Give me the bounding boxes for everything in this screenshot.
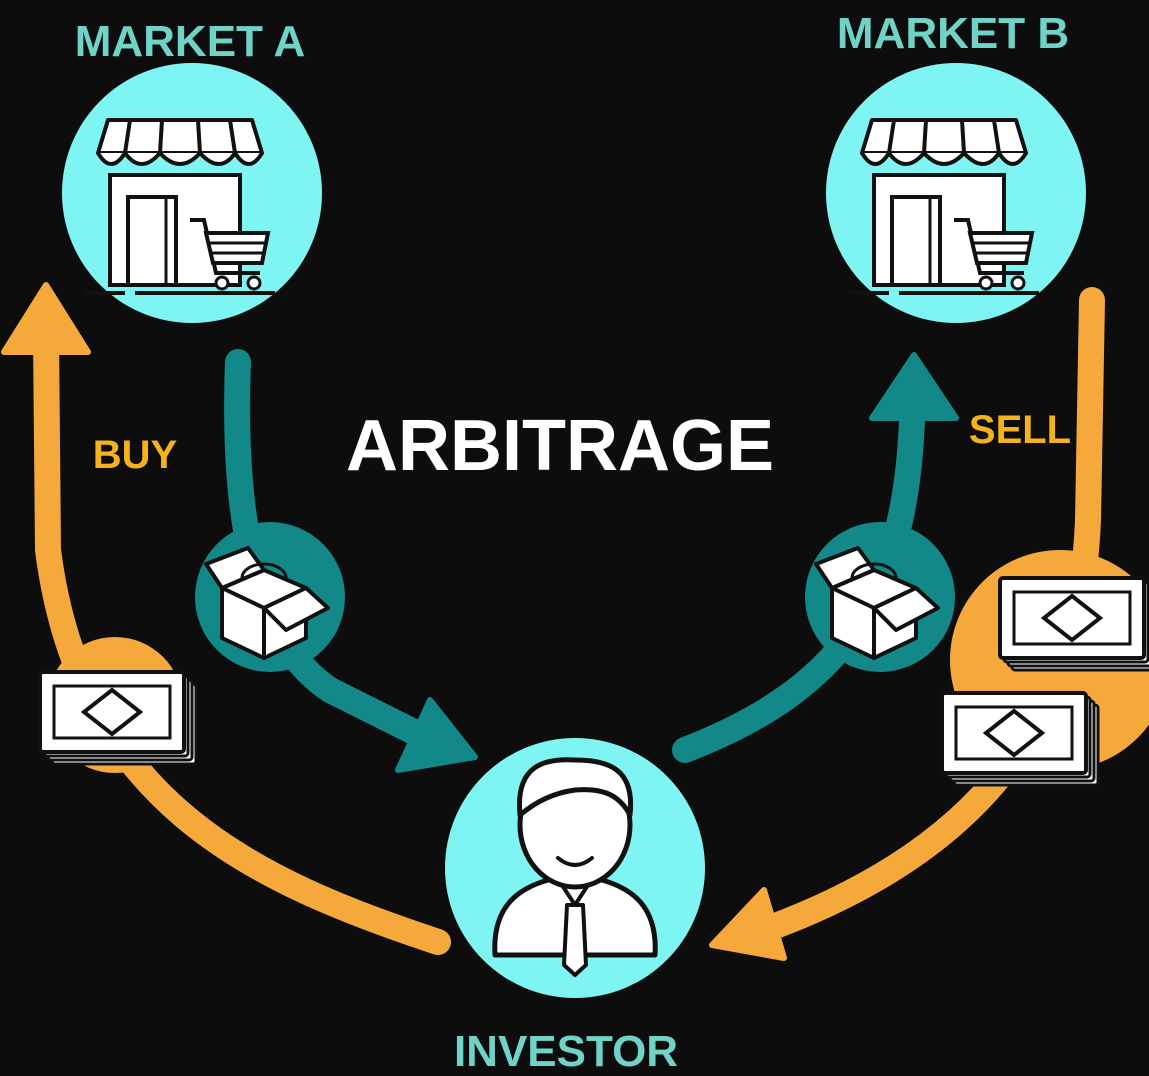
money-node-right [940,550,1149,787]
investor-node [445,738,705,998]
sell-label: SELL [968,408,1072,452]
goods-to-investor-arrowhead [395,697,478,773]
money-node-left [38,637,198,773]
banknote-stack-icon [998,576,1149,672]
banknote-stack-icon [38,670,198,766]
buy-arrowhead [1,282,91,355]
diagram-title: ARBITRAGE [346,406,774,486]
goods-node-left [195,522,345,672]
investor-label: INVESTOR [453,1027,679,1076]
market-b-node [826,63,1086,323]
market-b-label: MARKET B [836,9,1070,58]
banknote-stack-icon [940,691,1100,787]
businessman-icon [492,757,658,977]
sell-arrowhead [709,887,787,961]
buy-flow-arrow [33,322,451,955]
market-a-node [62,63,322,323]
goods-node-right [805,522,955,672]
buy-label: BUY [92,433,178,477]
goods-to-market-b-arrowhead [869,352,959,421]
market-a-label: MARKET A [74,17,306,66]
